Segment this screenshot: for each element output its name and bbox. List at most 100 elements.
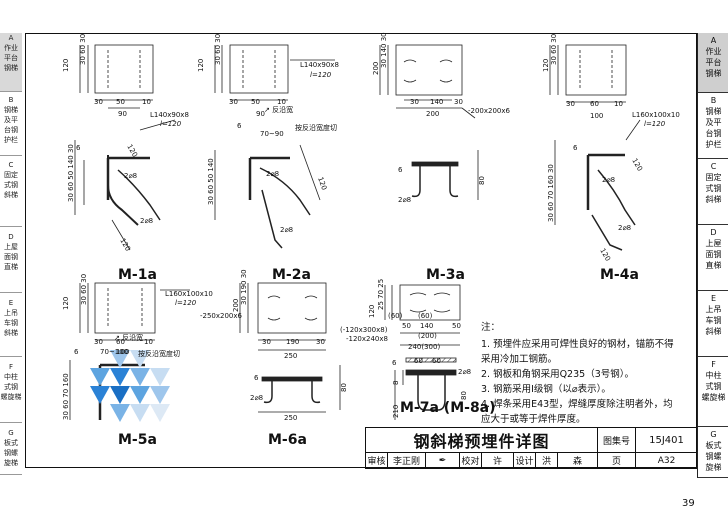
index-tab-line: 台钢 xyxy=(705,129,722,138)
checker-name: 许 xyxy=(482,453,514,469)
svg-text:190: 190 xyxy=(286,338,299,346)
index-tab-line: 上屋 xyxy=(705,239,722,248)
left-thumb-line: 上吊 xyxy=(4,309,18,317)
index-tab-line: 钢螺 xyxy=(705,452,722,461)
svg-text:90: 90 xyxy=(256,110,265,118)
notes-title: 注： xyxy=(481,322,501,333)
index-tab-letter: D xyxy=(710,228,717,237)
svg-text:↗ 反沿宽: ↗ 反沿宽 xyxy=(264,105,293,114)
svg-text:120: 120 xyxy=(630,157,644,173)
svg-text:240(300): 240(300) xyxy=(408,343,440,351)
left-thumb-line: F xyxy=(8,363,14,371)
svg-text:60: 60 xyxy=(590,100,599,108)
svg-text:60: 60 xyxy=(432,357,441,365)
left-thumb-line: 旋梯 xyxy=(4,459,18,467)
label-m1a: M-1a xyxy=(118,267,157,283)
left-thumb-line: 车钢 xyxy=(4,319,18,327)
left-thumb-line: 斜梯 xyxy=(4,329,18,337)
svg-text:30 60 70 160 30: 30 60 70 160 30 xyxy=(547,164,555,222)
svg-text:30: 30 xyxy=(454,98,463,106)
svg-text:10: 10 xyxy=(142,98,151,106)
page-label: 页 xyxy=(598,453,636,469)
note-line: 1. 预埋件应采用可焊性良好的钢材，锚筋不得 xyxy=(481,339,674,350)
svg-text:2⌀8: 2⌀8 xyxy=(140,217,153,225)
svg-text:-250x200x6: -250x200x6 xyxy=(200,312,243,320)
index-tab-line: 作业 xyxy=(705,47,722,56)
title-block: 钢斜梯预埋件详图 图集号 15J401 审核 李正刚 ✒ 校对 许 设计 洪 森… xyxy=(365,427,698,469)
svg-text:↗ 反沿宽: ↗ 反沿宽 xyxy=(114,333,143,342)
svg-text:2⌀8: 2⌀8 xyxy=(618,224,631,232)
left-thumb-line: A xyxy=(8,34,14,42)
svg-text:6: 6 xyxy=(74,348,79,356)
index-tab-line: 式钢 xyxy=(705,184,722,193)
left-thumb-line: 式钢 xyxy=(4,181,18,189)
svg-text:(60): (60) xyxy=(418,312,433,320)
svg-text:25 70 25: 25 70 25 xyxy=(377,279,385,310)
left-thumb-line: 平台 xyxy=(4,54,18,62)
sheet-number: A32 xyxy=(636,453,698,469)
left-thumb-line: 护栏 xyxy=(4,136,18,144)
left-thumb-line: G xyxy=(8,429,14,437)
svg-text:2⌀8: 2⌀8 xyxy=(250,394,263,402)
svg-text:l=120: l=120 xyxy=(160,120,182,128)
index-tab-line: 螺旋梯 xyxy=(701,393,726,402)
note-line: 采用冷加工钢筋。 xyxy=(481,354,558,365)
reviewer-name: 李正刚 xyxy=(388,453,426,469)
index-tab-line: 护栏 xyxy=(705,140,722,149)
svg-text:6: 6 xyxy=(76,144,81,152)
index-tab-letter: F xyxy=(711,360,716,369)
note-line: 3. 钢筋采用Ⅰ级钢（以⌀表示）。 xyxy=(481,384,611,395)
note-line: 4. 焊条采用E43型，焊缝厚度除注明者外，均 xyxy=(481,399,673,410)
left-thumb-line: 及平 xyxy=(4,116,18,124)
index-tab-line: 钢梯 xyxy=(705,69,722,78)
svg-text:(-120x300x8): (-120x300x8) xyxy=(340,326,388,334)
svg-text:50: 50 xyxy=(251,98,260,106)
index-tab-letter: E xyxy=(710,294,717,303)
svg-text:2⌀8: 2⌀8 xyxy=(280,226,293,234)
svg-text:100: 100 xyxy=(590,112,603,120)
svg-text:30: 30 xyxy=(94,98,103,106)
designer-surname: 洪 xyxy=(536,453,558,469)
svg-text:l=120: l=120 xyxy=(310,71,332,79)
svg-text:50: 50 xyxy=(452,322,461,330)
index-tab-line: 上吊 xyxy=(705,305,722,314)
detail-m3a xyxy=(379,44,479,200)
svg-text:60: 60 xyxy=(414,357,423,365)
svg-text:30: 30 xyxy=(262,338,271,346)
label-m7a: M-7a (M-8a) xyxy=(400,400,496,416)
detail-m1a xyxy=(74,44,176,251)
svg-text:2⌀8: 2⌀8 xyxy=(266,170,279,178)
label-m6a: M-6a xyxy=(268,432,307,448)
left-thumb-line: D xyxy=(8,233,14,241)
left-thumb-line: B xyxy=(8,96,14,104)
svg-text:120: 120 xyxy=(598,247,612,263)
svg-text:120: 120 xyxy=(197,59,205,72)
svg-text:80: 80 xyxy=(340,383,348,392)
svg-text:200: 200 xyxy=(372,62,380,75)
svg-text:30 60 30: 30 60 30 xyxy=(550,34,558,65)
svg-text:200: 200 xyxy=(426,110,439,118)
label-m2a: M-2a xyxy=(272,267,311,283)
svg-text:90: 90 xyxy=(118,110,127,118)
left-thumb-line: 中柱 xyxy=(4,373,18,381)
svg-text:6: 6 xyxy=(573,144,578,152)
left-thumb-line: 直梯 xyxy=(4,263,18,271)
index-tab-line: 板式 xyxy=(705,441,722,450)
index-tab-letter: A xyxy=(710,36,717,45)
index-tab-letter: C xyxy=(710,162,717,171)
drawing-title: 钢斜梯预埋件详图 xyxy=(366,428,598,453)
svg-text:L140x90x8: L140x90x8 xyxy=(150,111,189,119)
svg-text:2⌀8: 2⌀8 xyxy=(398,196,411,204)
